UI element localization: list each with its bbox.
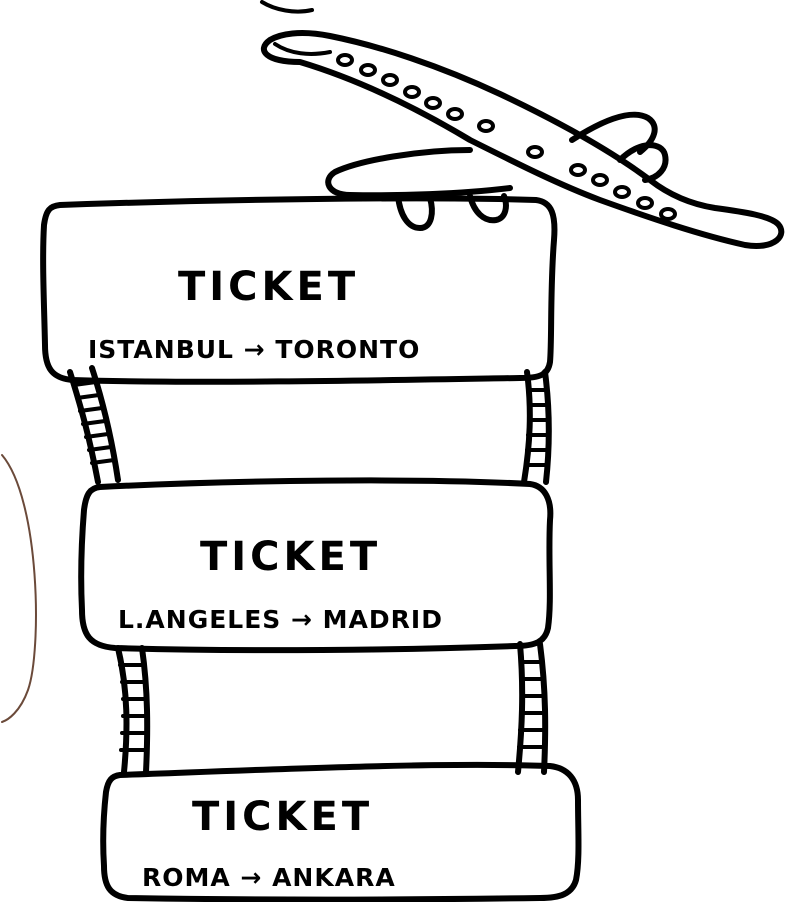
ticket-title: TICKET	[200, 534, 381, 580]
partial-outline	[2, 455, 36, 722]
ticket-los-angeles-madrid: TICKET L.ANGELES → MADRID	[81, 480, 550, 650]
top-scribble	[262, 2, 312, 12]
ticket-route: L.ANGELES → MADRID	[118, 605, 443, 634]
rope-ladder-lower-left	[118, 648, 147, 772]
ticket-roma-ankara: TICKET ROMA → ANKARA	[103, 765, 578, 900]
airplane-icon	[264, 33, 781, 246]
rope-ladder-upper-left	[70, 368, 118, 482]
rope-ladder-upper-right	[524, 372, 549, 482]
ticket-route: ROMA → ANKARA	[142, 863, 396, 892]
ticket-route: ISTANBUL → TORONTO	[88, 335, 420, 364]
rope-ladder-lower-right	[518, 644, 545, 772]
ticket-istanbul-toronto: TICKET ISTANBUL → TORONTO	[43, 198, 554, 381]
ticket-title: TICKET	[178, 264, 359, 310]
ticket-title: TICKET	[192, 794, 373, 840]
